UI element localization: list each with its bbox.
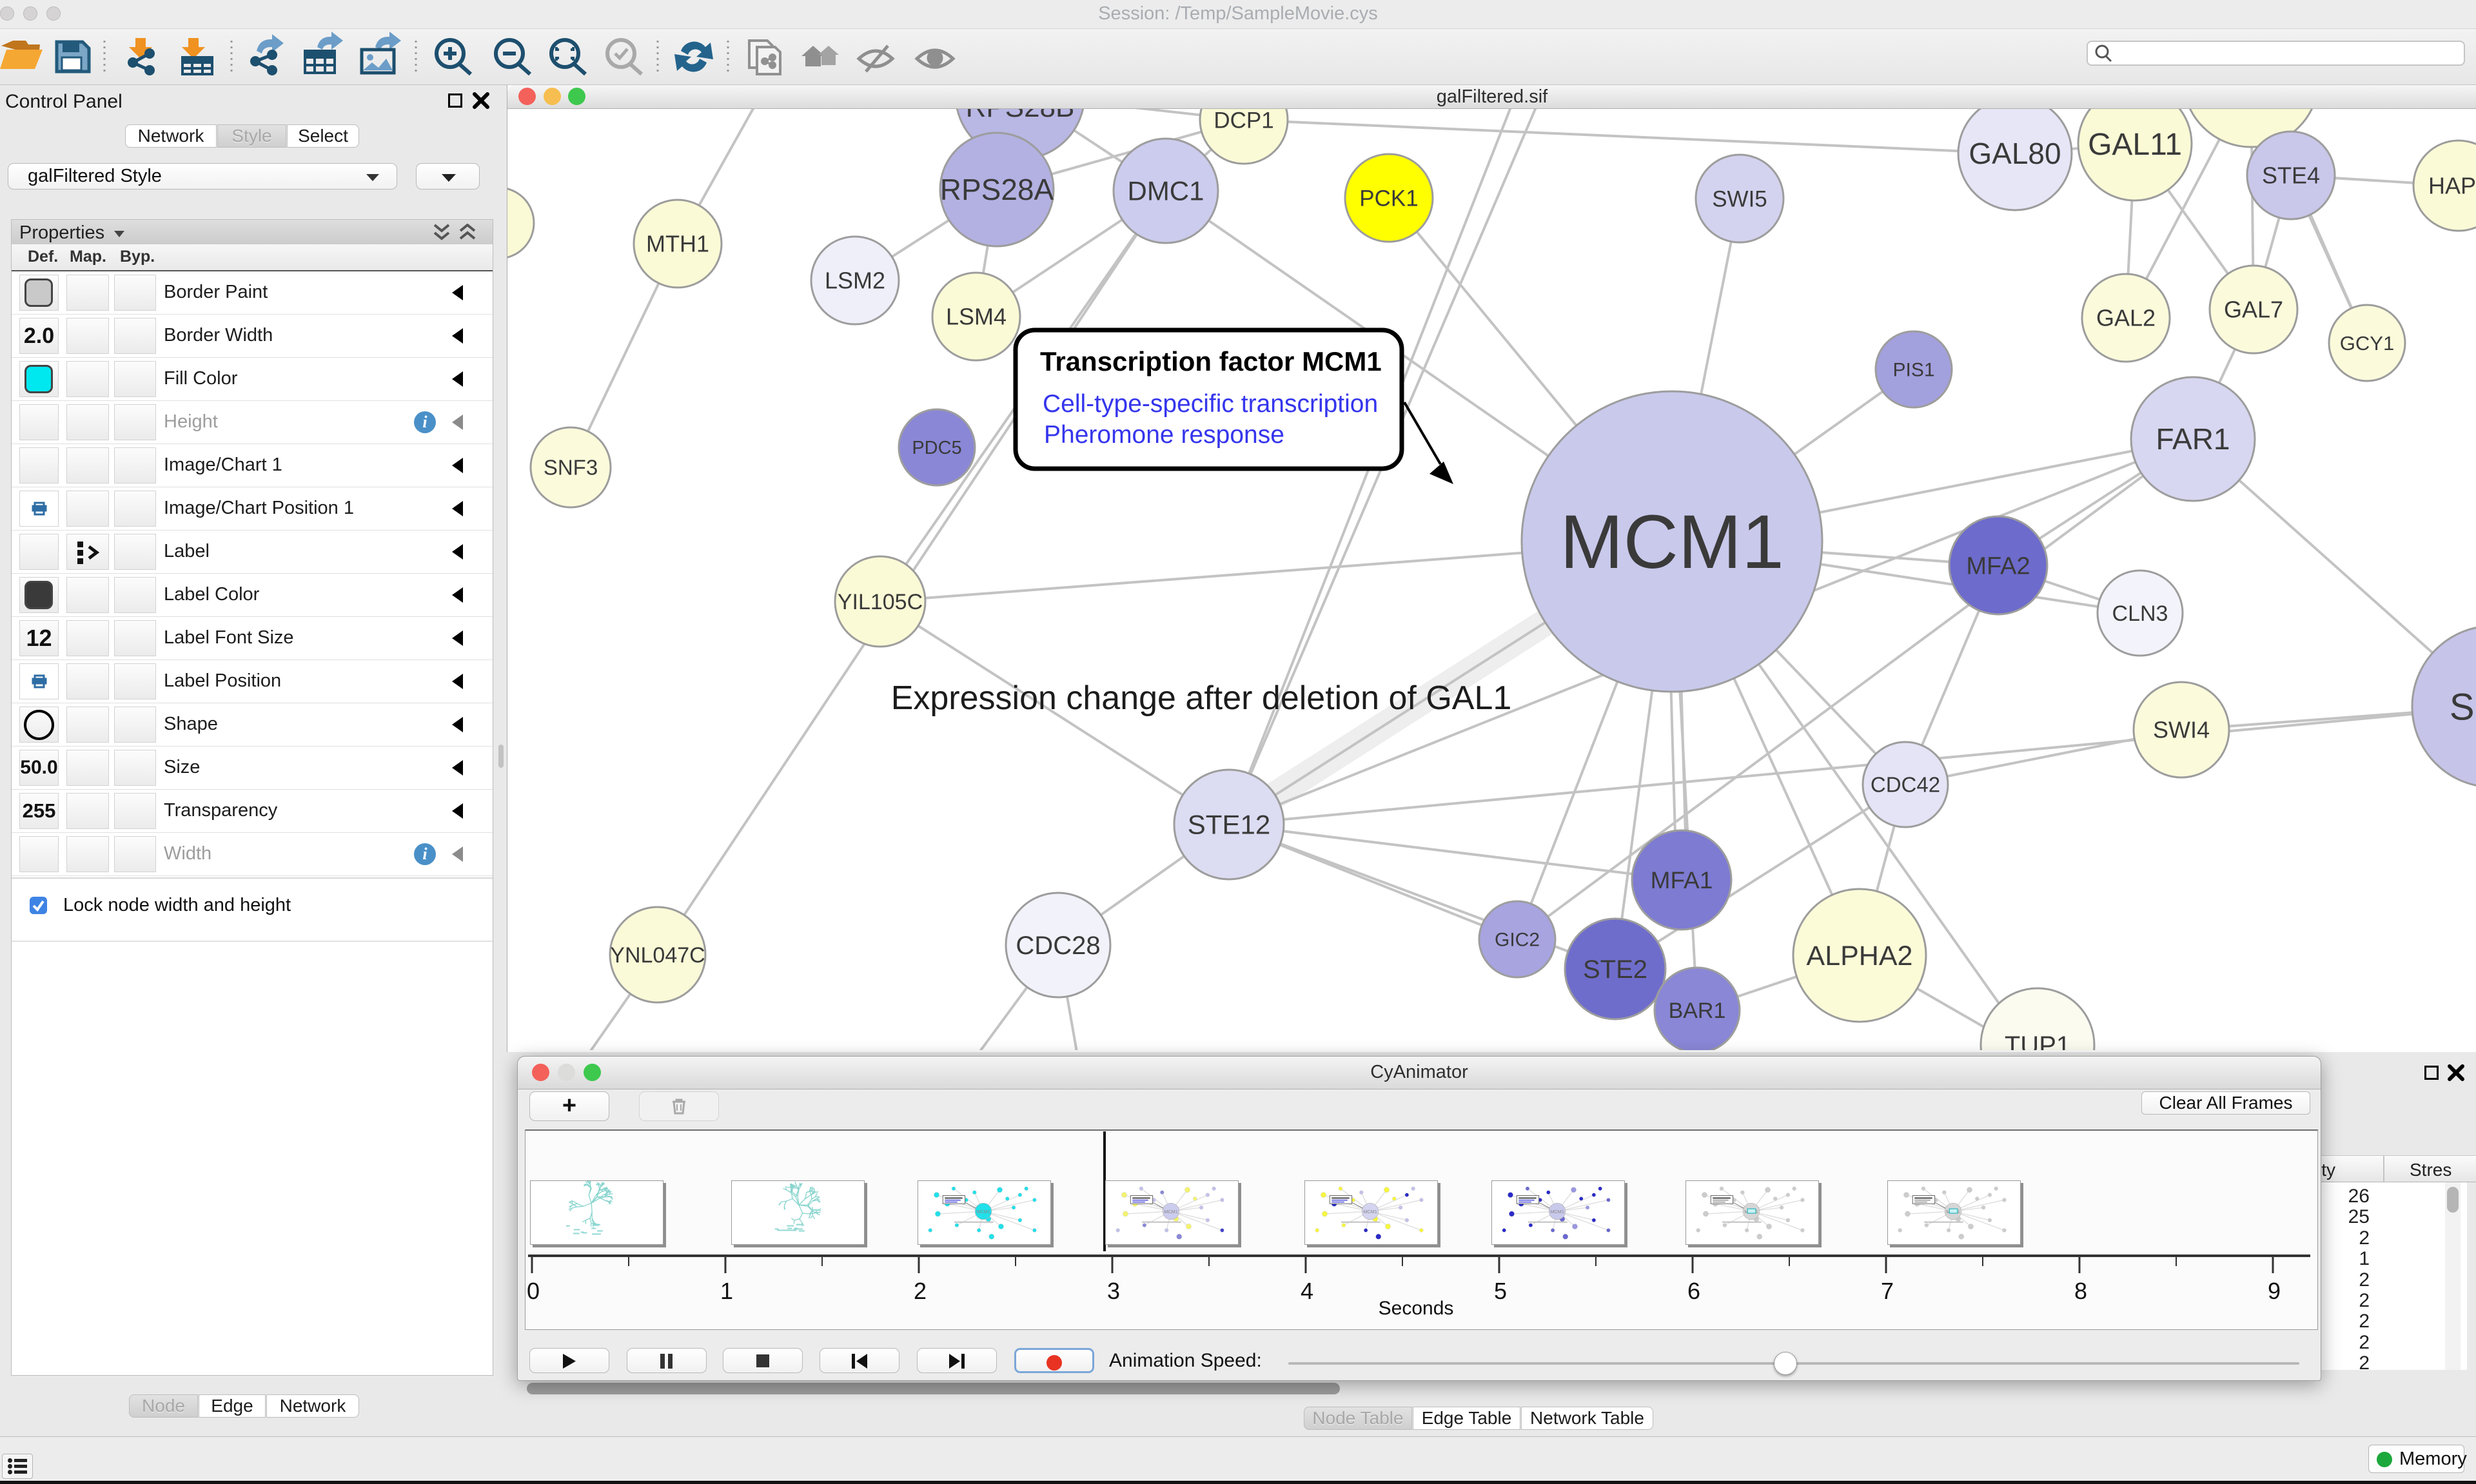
svg-text:PCK1: PCK1 [1359,186,1418,211]
svg-text:GAL2: GAL2 [2096,305,2156,331]
svg-text:RPS28A: RPS28A [940,173,1054,206]
svg-text:Seconds: Seconds [1379,1298,1454,1319]
svg-text:CLN3: CLN3 [2112,601,2168,626]
svg-text:GAL7: GAL7 [2224,297,2283,323]
svg-text:STE12: STE12 [1188,810,1270,840]
svg-text:STE4: STE4 [2262,162,2320,189]
svg-text:MCM1: MCM1 [1560,500,1783,585]
svg-text:LSM2: LSM2 [825,268,885,294]
svg-text:Pheromone response: Pheromone response [1044,421,1284,449]
svg-text:Cell-type-specific transcripti: Cell-type-specific transcription [1043,390,1378,418]
svg-text:GIC2: GIC2 [1495,930,1540,951]
svg-text:TUP1: TUP1 [2005,1031,2070,1050]
svg-text:0: 0 [527,1278,540,1304]
svg-text:4: 4 [1301,1278,1313,1304]
svg-text:HAP2: HAP2 [2428,173,2476,199]
svg-text:GAL11: GAL11 [2088,128,2182,162]
svg-text:GAL80: GAL80 [1969,137,2061,170]
svg-text:STE2: STE2 [1583,955,1647,984]
svg-text:MFA2: MFA2 [1966,552,2030,580]
svg-text:MCM1: MCM1 [1550,1209,1564,1215]
svg-text:MFA1: MFA1 [1651,867,1713,893]
svg-text:SLT2: SLT2 [2450,686,2476,728]
svg-text:YNL047C: YNL047C [610,943,705,968]
svg-text:6: 6 [1687,1278,1700,1304]
svg-text:YIL105C: YIL105C [838,590,923,614]
svg-text:DMC1: DMC1 [1127,176,1204,206]
svg-text:SNF3: SNF3 [544,456,598,480]
svg-text:MTH1: MTH1 [646,231,709,257]
svg-text:GCY1: GCY1 [2340,332,2394,355]
svg-text:FAR1: FAR1 [2156,422,2230,456]
svg-text:Transcription factor MCM1: Transcription factor MCM1 [1040,346,1382,376]
svg-text:3: 3 [1107,1278,1120,1304]
svg-text:BAR1: BAR1 [1669,999,1726,1023]
svg-text:PIS1: PIS1 [1892,360,1934,381]
svg-text:DCP1: DCP1 [1213,109,1273,133]
svg-text:MCM1: MCM1 [1363,1209,1377,1215]
svg-text:5: 5 [1494,1278,1507,1304]
svg-text:1: 1 [720,1278,733,1304]
svg-text:SWI5: SWI5 [1712,186,1767,211]
svg-text:MCM1: MCM1 [976,1209,990,1215]
svg-text:CDC42: CDC42 [1871,773,1940,797]
svg-text:9: 9 [2268,1278,2281,1304]
svg-text:PDC5: PDC5 [912,438,961,458]
svg-text:CDC28: CDC28 [1016,932,1100,960]
svg-text:8: 8 [2074,1278,2087,1304]
svg-text:RPS28B: RPS28B [966,109,1075,123]
svg-text:ALPHA2: ALPHA2 [1807,941,1913,971]
svg-text:MCM1: MCM1 [1164,1209,1178,1215]
svg-text:2: 2 [914,1278,927,1304]
svg-text:LSM4: LSM4 [946,304,1007,330]
svg-text:Expression change after deleti: Expression change after deletion of GAL1 [891,679,1512,717]
svg-text:7: 7 [1881,1278,1894,1304]
svg-text:SWI4: SWI4 [2153,717,2210,743]
